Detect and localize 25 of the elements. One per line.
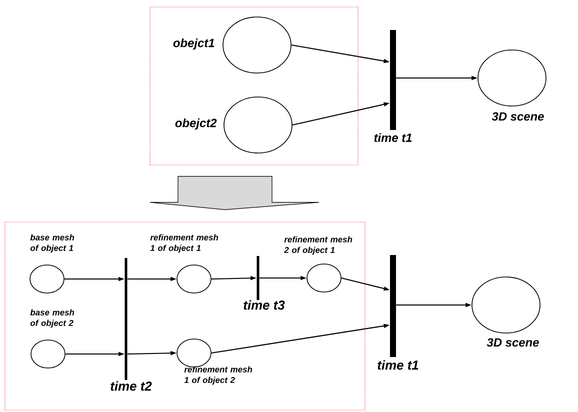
dotted-frame bbox=[150, 6, 358, 166]
ellipse-node bbox=[176, 264, 212, 294]
ellipse-node bbox=[478, 50, 546, 106]
block-arrow bbox=[150, 176, 320, 210]
node-label: refinement mesh 2 of object 1 bbox=[284, 236, 352, 255]
node-label: time t2 bbox=[110, 381, 152, 391]
ellipse-node bbox=[222, 16, 292, 74]
ellipse-node bbox=[224, 96, 292, 154]
ellipse-node bbox=[472, 276, 540, 334]
ellipse-node bbox=[176, 338, 212, 368]
node-label: refinement mesh 1 of object 1 bbox=[150, 234, 218, 253]
node-label: obejct2 bbox=[175, 118, 217, 130]
node-label: time t3 bbox=[244, 300, 285, 310]
ellipse-node bbox=[30, 264, 64, 294]
ellipse-node bbox=[306, 264, 342, 292]
node-label: 3D scene bbox=[486, 338, 539, 347]
ellipse-node bbox=[30, 340, 66, 368]
node-label: base mesh of object 1 bbox=[30, 234, 74, 253]
node-label: base mesh of object 2 bbox=[30, 309, 74, 328]
node-label: time t1 bbox=[378, 360, 418, 370]
node-label: refinement mesh 1 of object 2 bbox=[184, 366, 252, 385]
node-label: 3D scene bbox=[492, 112, 544, 121]
node-label: obejct1 bbox=[173, 38, 214, 50]
dotted-frame bbox=[4, 222, 366, 410]
node-label: time t1 bbox=[374, 133, 412, 142]
